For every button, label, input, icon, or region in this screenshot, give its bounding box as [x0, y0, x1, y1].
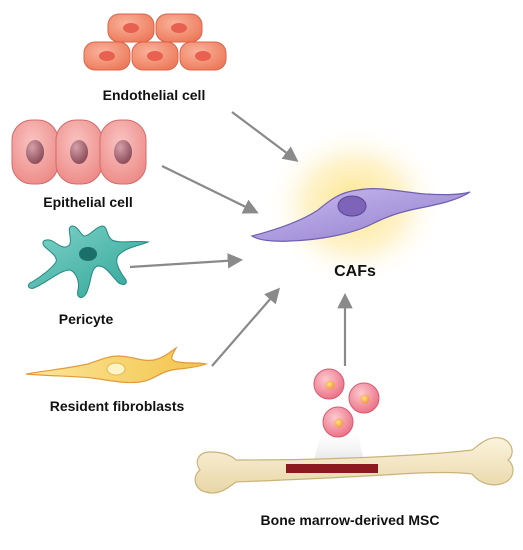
- marrow-cavity: [286, 464, 378, 473]
- epithelial-nucleus: [70, 140, 88, 164]
- endothelial-nucleus: [123, 23, 139, 33]
- msc-cell: [348, 382, 380, 414]
- pericyte-nucleus: [79, 247, 97, 261]
- endothelial-nucleus: [99, 51, 115, 61]
- caf-nucleus: [337, 195, 367, 217]
- endothelial-cell-group: Endothelial cell: [83, 13, 227, 103]
- arrow-endothelial-to-caf: [231, 111, 299, 162]
- fibroblast-nucleus: [106, 362, 126, 376]
- endothelial-cell-label: Endothelial cell: [103, 87, 206, 103]
- epithelial-nucleus: [114, 140, 132, 164]
- msc-label: Bone marrow-derived MSC: [261, 512, 440, 528]
- epithelial-cell-label: Epithelial cell: [43, 194, 132, 210]
- caf-label: CAFs: [334, 263, 376, 280]
- fibroblast-label: Resident fibroblasts: [50, 398, 185, 414]
- caf-cell: [250, 188, 471, 242]
- arrow-epithelial-to-caf: [161, 165, 259, 214]
- pericyte-label: Pericyte: [59, 311, 114, 327]
- endothelial-nucleus: [171, 23, 187, 33]
- msc-cell: [313, 368, 345, 400]
- epithelial-cell-group: Epithelial cell: [11, 119, 147, 210]
- arrow-fibroblast-to-caf: [211, 287, 281, 367]
- pericyte-group: Pericyte: [27, 225, 150, 327]
- endothelial-nucleus: [147, 51, 163, 61]
- arrows: [129, 111, 353, 367]
- endothelial-nucleus: [195, 51, 211, 61]
- msc-beam: [312, 424, 366, 468]
- fibroblast-group: Resident fibroblasts: [25, 346, 208, 414]
- pericyte-cell: [27, 225, 150, 298]
- epithelial-nucleus: [26, 140, 44, 164]
- msc-cell: [322, 406, 354, 438]
- arrow-pericyte-to-caf: [129, 253, 244, 269]
- caf-cell-group: CAFs: [250, 125, 471, 285]
- bone-marrow-group: Bone marrow-derived MSC: [194, 368, 514, 528]
